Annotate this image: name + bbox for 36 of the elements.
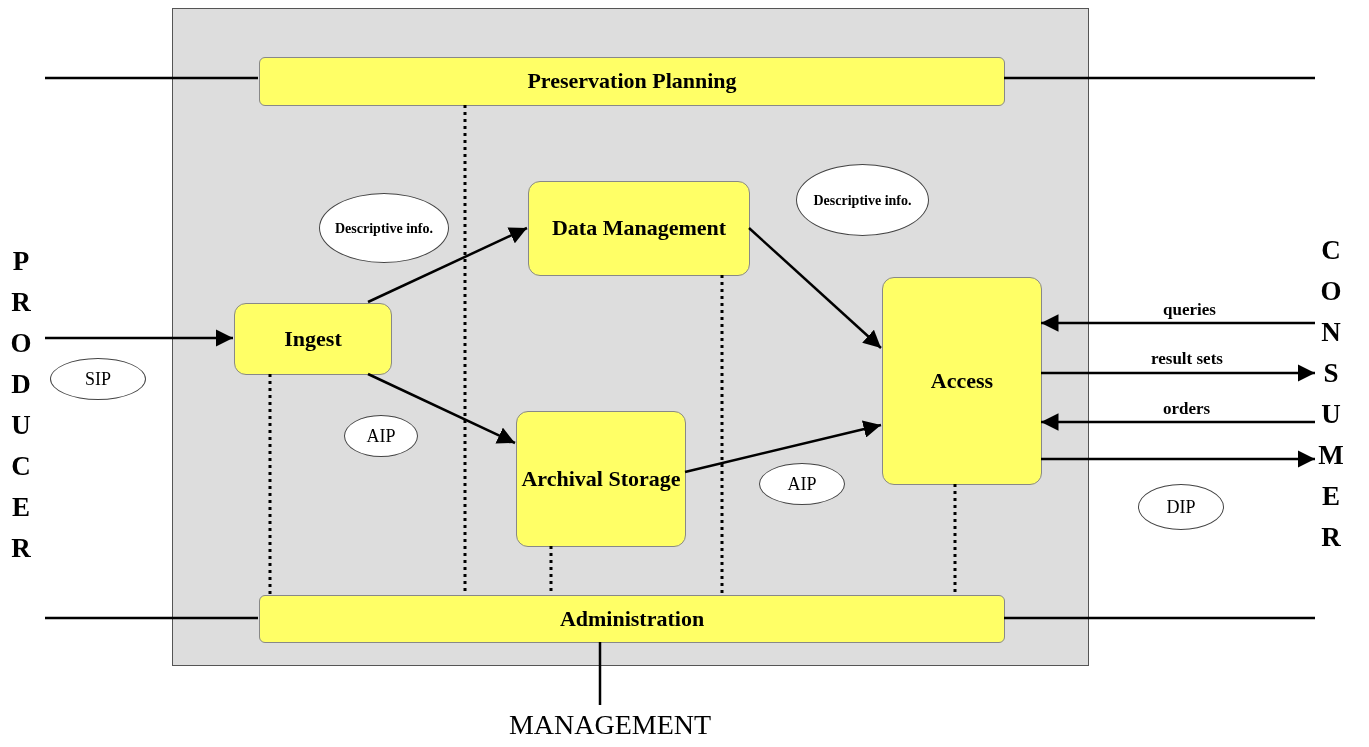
- entity-label: PRODUCER: [5, 30, 45, 660]
- arrow: [367, 372, 516, 445]
- entity-label: CONSUMER: [1315, 30, 1365, 660]
- system-panel: [172, 8, 1089, 666]
- arrow: [367, 226, 528, 304]
- dotted-line: [268, 374, 272, 594]
- connector-line: [1004, 616, 1315, 620]
- function-box: Preservation Planning: [259, 57, 1005, 106]
- arrow: [1041, 364, 1315, 382]
- arrow: [1041, 314, 1315, 332]
- info-oval: Descriptive info.: [796, 164, 929, 236]
- function-box: Data Management: [528, 181, 750, 276]
- connector-line: [45, 616, 258, 620]
- info-oval: AIP: [344, 415, 418, 457]
- function-box: Archival Storage: [516, 411, 686, 547]
- arrow: [45, 329, 233, 347]
- function-box: Access: [882, 277, 1042, 485]
- dotted-line: [463, 105, 467, 594]
- dotted-line: [549, 546, 553, 594]
- function-box: Administration: [259, 595, 1005, 643]
- arrow: [1041, 450, 1315, 468]
- edge-label: queries: [1160, 300, 1219, 320]
- function-box: Ingest: [234, 303, 392, 375]
- info-oval: DIP: [1138, 484, 1224, 530]
- arrow: [684, 420, 882, 474]
- info-oval: Descriptive info.: [319, 193, 449, 263]
- info-oval: AIP: [759, 463, 845, 505]
- connector-line: [1004, 76, 1315, 80]
- arrow: [748, 227, 882, 349]
- connector-line: [45, 76, 258, 80]
- connector-line: [598, 642, 602, 705]
- dotted-line: [720, 275, 724, 594]
- info-oval: SIP: [50, 358, 146, 400]
- dotted-line: [953, 484, 957, 594]
- entity-label: MANAGEMENT: [470, 705, 750, 745]
- arrow: [1041, 413, 1315, 431]
